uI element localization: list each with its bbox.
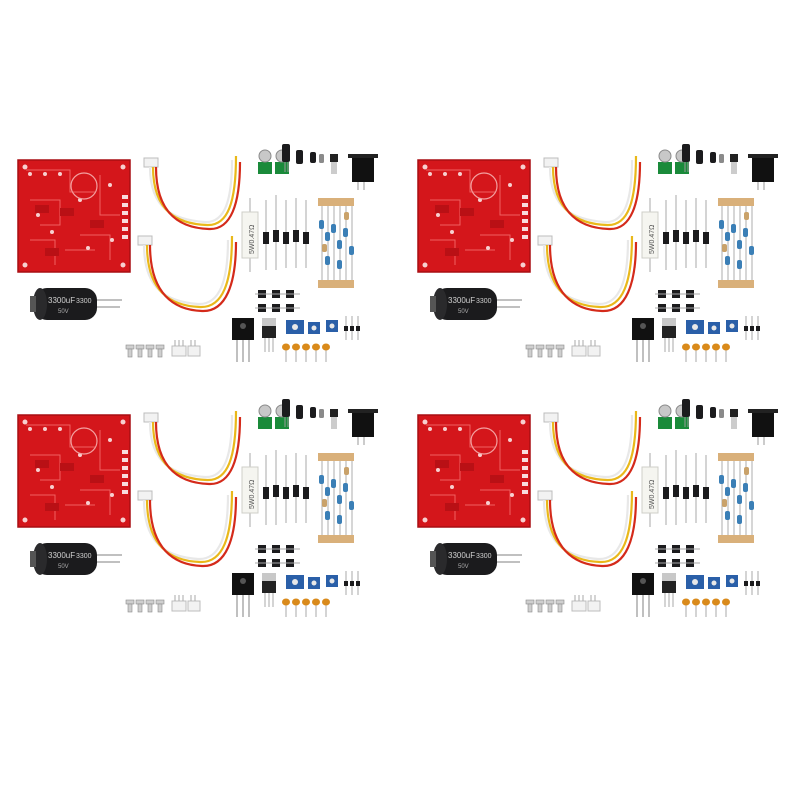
kit-photo-4: 3300uF 3300 50V <box>400 395 800 655</box>
pcb-board <box>417 414 531 528</box>
resistor-bundle <box>718 453 754 543</box>
to92-transistors <box>330 409 338 429</box>
small-diodes <box>744 571 760 595</box>
power-resistor-label: 5W0.47Ω <box>249 480 256 509</box>
capacitor-label: 3300uF <box>448 296 475 305</box>
small-capacitors <box>282 144 324 172</box>
heatsink <box>348 154 378 190</box>
transistor-row <box>255 290 300 312</box>
trimmer-potentiometers <box>686 320 738 334</box>
pcb-board <box>17 414 131 528</box>
power-transistor <box>632 573 654 617</box>
electrolytic-capacitor: 3300uF 3300 50V <box>30 543 122 575</box>
screws <box>525 599 565 613</box>
small-diodes <box>744 316 760 340</box>
trimmer-potentiometers <box>286 320 338 334</box>
kit-photo-1: 3300uF 3300 50V <box>0 140 400 400</box>
resistor-bundle <box>318 198 354 288</box>
power-resistor: 5W0.47Ω <box>241 453 259 527</box>
kit-photo-2: 3300uF 3300 50V <box>400 140 800 400</box>
wire-harness-top <box>543 410 642 486</box>
power-transistor <box>232 573 254 617</box>
resistor-bundle <box>718 198 754 288</box>
diodes <box>663 450 709 525</box>
voltage-regulator <box>662 318 676 352</box>
electrolytic-capacitor: 3300uF 3300 50V <box>30 288 122 320</box>
voltage-regulator <box>662 573 676 607</box>
small-diodes <box>344 571 360 595</box>
power-resistor-label: 5W0.47Ω <box>249 225 256 254</box>
ceramic-capacitors <box>282 343 330 362</box>
capacitor-label-second: 3300 <box>76 553 92 560</box>
heatsink <box>748 154 778 190</box>
wire-harness-bottom <box>537 490 638 568</box>
power-resistor: 5W0.47Ω <box>641 198 659 272</box>
small-capacitors <box>682 144 724 172</box>
kit-photo-3: 3300uF 3300 50V <box>0 395 400 655</box>
power-resistor-label: 5W0.47Ω <box>649 480 656 509</box>
trimmer-potentiometers <box>686 575 738 589</box>
power-transistor <box>232 318 254 362</box>
ceramic-capacitors <box>682 343 730 362</box>
wire-harness-bottom <box>137 235 238 313</box>
kit-illustration: 3300uF 3300 50V <box>17 144 378 362</box>
resistor-bundle <box>318 453 354 543</box>
wire-harness-top <box>143 410 242 486</box>
capacitor-label: 3300uF <box>48 296 75 305</box>
small-capacitors <box>682 399 724 427</box>
pin-headers <box>571 595 601 612</box>
electrolytic-capacitor: 3300uF 3300 50V <box>430 543 522 575</box>
trimmer-potentiometers <box>286 575 338 589</box>
kit-illustration: 3300uF 3300 50V <box>17 399 378 617</box>
power-resistor-label: 5W0.47Ω <box>649 225 656 254</box>
small-capacitors <box>282 399 324 427</box>
electrolytic-capacitor: 3300uF 3300 50V <box>430 288 522 320</box>
heatsink <box>348 409 378 445</box>
pin-headers <box>171 340 201 357</box>
to92-transistors <box>730 409 738 429</box>
capacitor-label-second: 3300 <box>476 298 492 305</box>
pcb-board <box>417 159 531 273</box>
wire-harness-bottom <box>137 490 238 568</box>
diodes <box>263 195 309 270</box>
transistor-row <box>255 545 300 567</box>
capacitor-voltage: 50V <box>58 564 69 570</box>
power-transistor <box>632 318 654 362</box>
pcb-board <box>17 159 131 273</box>
wire-harness-top <box>143 155 242 231</box>
kit-illustration: 3300uF 3300 50V <box>417 399 778 617</box>
ceramic-capacitors <box>282 598 330 617</box>
pin-headers <box>571 340 601 357</box>
capacitor-voltage: 50V <box>458 309 469 315</box>
kit-illustration: 3300uF 3300 50V <box>417 144 778 362</box>
capacitor-label-second: 3300 <box>476 553 492 560</box>
wire-harness-top <box>543 155 642 231</box>
to92-transistors <box>330 154 338 174</box>
transistor-row <box>655 290 700 312</box>
capacitor-label-second: 3300 <box>76 298 92 305</box>
pin-headers <box>171 595 201 612</box>
to92-transistors <box>730 154 738 174</box>
capacitor-label: 3300uF <box>48 551 75 560</box>
voltage-regulator <box>262 318 276 352</box>
capacitor-voltage: 50V <box>458 564 469 570</box>
transistor-row <box>655 545 700 567</box>
wire-harness-bottom <box>537 235 638 313</box>
capacitor-label: 3300uF <box>448 551 475 560</box>
power-resistor: 5W0.47Ω <box>241 198 259 272</box>
capacitor-voltage: 50V <box>58 309 69 315</box>
diodes <box>663 195 709 270</box>
small-diodes <box>344 316 360 340</box>
screws <box>125 599 165 613</box>
screws <box>125 344 165 358</box>
heatsink <box>748 409 778 445</box>
diodes <box>263 450 309 525</box>
ceramic-capacitors <box>682 598 730 617</box>
screws <box>525 344 565 358</box>
voltage-regulator <box>262 573 276 607</box>
power-resistor: 5W0.47Ω <box>641 453 659 527</box>
